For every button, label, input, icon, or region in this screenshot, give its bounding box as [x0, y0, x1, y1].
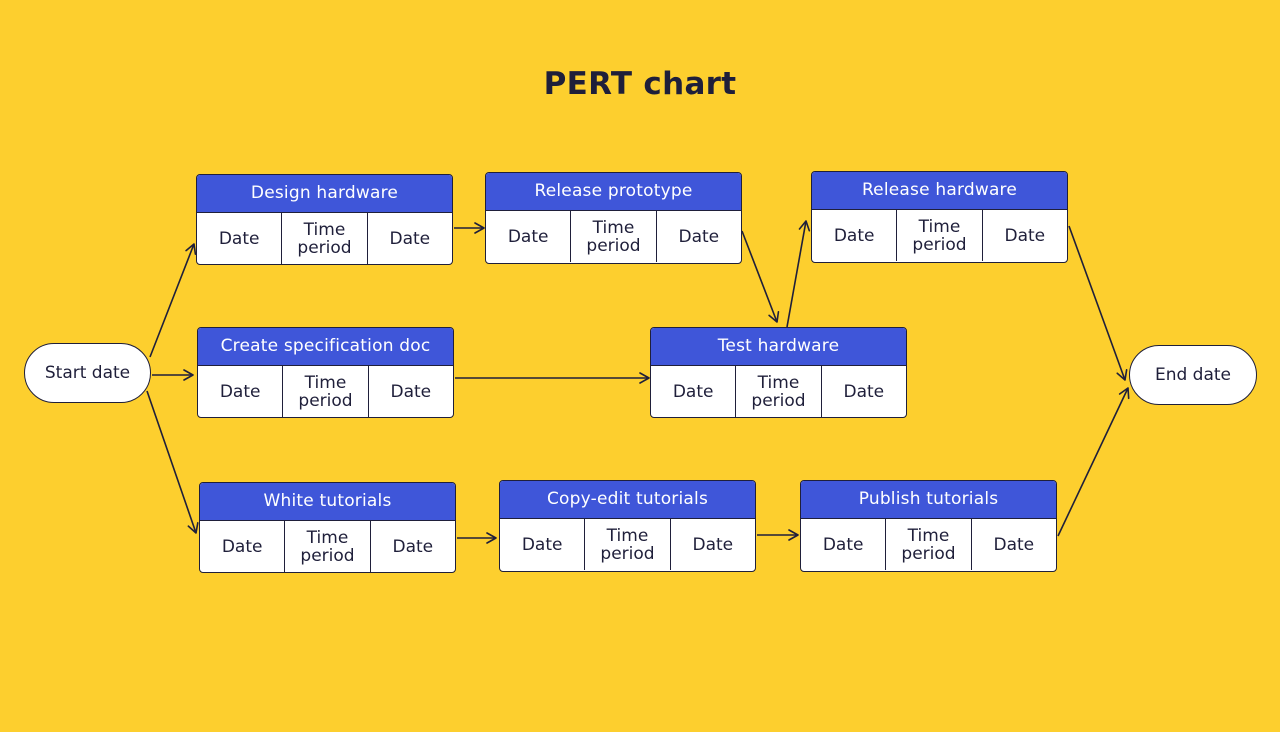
end-date-cell: Date — [820, 366, 906, 417]
start-date-cell: Date — [833, 225, 875, 246]
start-date-cell: Date — [219, 381, 261, 402]
start-date-cell: Date — [218, 228, 260, 249]
task-title: White tutorials — [200, 483, 455, 521]
task-title: Design hardware — [197, 175, 452, 213]
chart-title: PERT chart — [543, 66, 737, 102]
end-date-cell: Date — [970, 519, 1056, 570]
end-date-cell: Date — [981, 210, 1067, 261]
task-title: Copy-edit tutorials — [500, 481, 755, 519]
end-date-cell: Date — [369, 521, 455, 572]
task-title: Create specification doc — [198, 328, 453, 366]
time-period-cell: Time period — [735, 366, 820, 417]
end-date-cell: Date — [655, 211, 741, 262]
time-period-cell: Time period — [570, 211, 655, 262]
end-date-cell: Date — [367, 366, 453, 417]
task-title: Publish tutorials — [801, 481, 1056, 519]
arrow-release-prototype-to-test-hardware — [741, 230, 780, 323]
start-date-cell: Date — [507, 226, 549, 247]
end-date-cell: Date — [366, 213, 452, 264]
task-title: Release hardware — [812, 172, 1067, 210]
time-period-cell: Time period — [885, 519, 970, 570]
arrow-publish-tutorials-to-end — [1057, 387, 1130, 537]
time-period-cell: Time period — [281, 213, 366, 264]
start-date-cell: Date — [221, 536, 263, 557]
end-date-node: End date — [1129, 345, 1257, 405]
start-date-cell: Date — [672, 381, 714, 402]
arrow-test-hardware-to-release-hardware — [786, 220, 811, 328]
arrow-release-hardware-to-end — [1068, 225, 1128, 381]
start-date-cell: Date — [521, 534, 563, 555]
arrow-start-to-design-hardware — [149, 243, 197, 358]
start-date-cell: Date — [822, 534, 864, 555]
start-date-node: Start date — [24, 343, 151, 403]
arrow-start-to-white-tutorials — [146, 390, 199, 534]
time-period-cell: Time period — [584, 519, 669, 570]
end-date-cell: Date — [669, 519, 755, 570]
time-period-cell: Time period — [284, 521, 369, 572]
time-period-cell: Time period — [282, 366, 367, 417]
task-title: Test hardware — [651, 328, 906, 366]
task-title: Release prototype — [486, 173, 741, 211]
time-period-cell: Time period — [896, 210, 981, 261]
